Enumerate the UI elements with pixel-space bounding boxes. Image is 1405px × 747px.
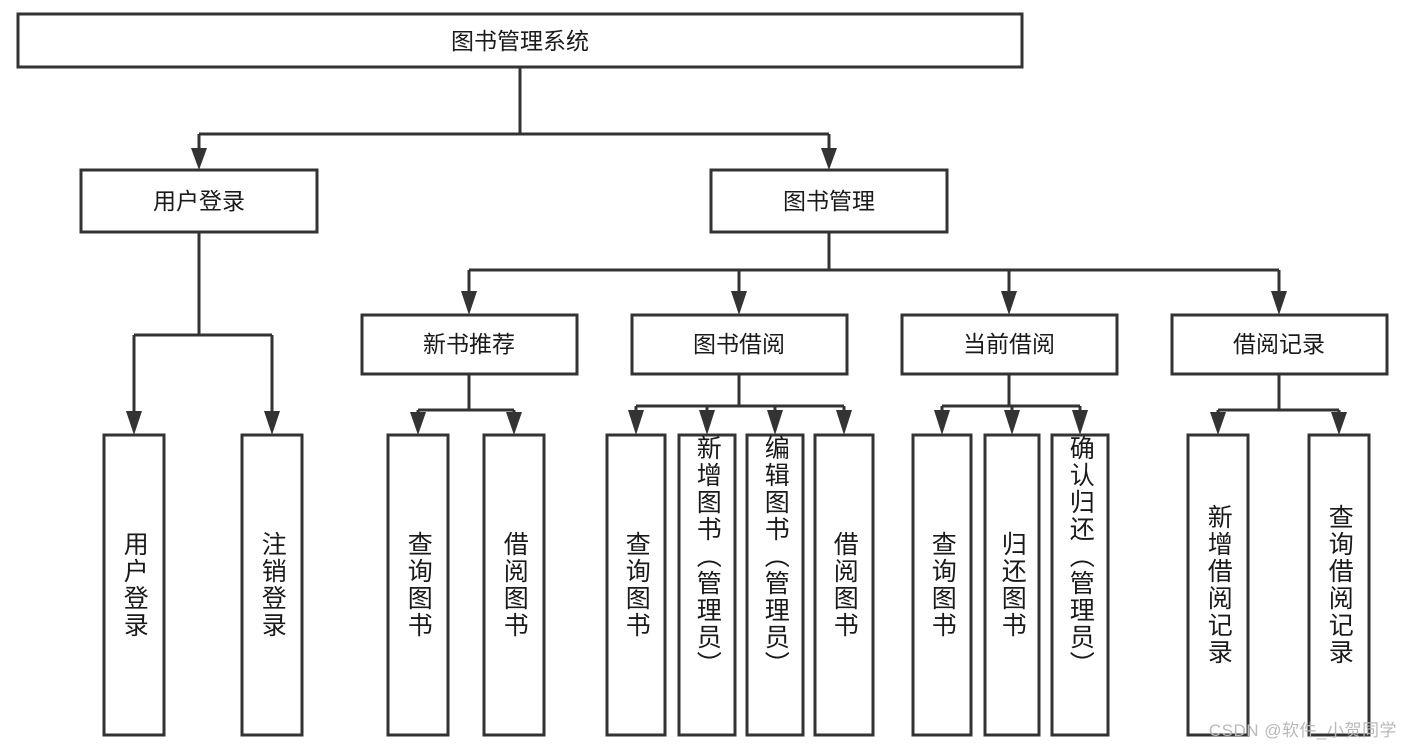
arrowhead-userlogin: [191, 148, 207, 170]
arrowhead-leaf-current-2: [1004, 410, 1020, 435]
node-root-box[interactable]: [16, 12, 1024, 69]
node-user-login[interactable]: 用户登录: [79, 168, 319, 234]
arrowhead-leaf-userlogin-2: [264, 411, 280, 435]
leaf-box-borrow-book-1[interactable]: [482, 433, 546, 737]
arrowhead-current: [1001, 291, 1017, 315]
node-book-borrow-box[interactable]: [630, 313, 849, 376]
node-new-book-recommend[interactable]: 新书推荐: [360, 313, 579, 376]
arrowhead-leaf-userlogin-1: [126, 411, 142, 435]
node-book-borrow-label: 图书借阅: [693, 331, 785, 357]
leaf-box-query-book-2[interactable]: [605, 433, 667, 737]
arrowhead-leaf-record-2: [1331, 412, 1347, 435]
node-book-borrow[interactable]: 图书借阅: [630, 313, 849, 376]
node-book-management[interactable]: 图书管理: [709, 168, 949, 234]
arrowhead-leaf-current-1: [934, 410, 950, 435]
arrowhead-leaf-newbook-1: [410, 412, 426, 435]
node-book-management-box[interactable]: [709, 168, 949, 234]
leaf-box-return-book[interactable]: [983, 433, 1041, 737]
leaf-box-borrow-book-2[interactable]: [813, 433, 875, 737]
arrowhead-record: [1271, 291, 1287, 315]
node-root-label: 图书管理系统: [451, 28, 589, 54]
node-current-borrow-label: 当前借阅: [963, 331, 1055, 357]
arrowhead-borrow: [731, 291, 747, 315]
leaf-box-add-borrow-record[interactable]: [1186, 433, 1250, 737]
arrowhead-bookmgmt: [821, 148, 837, 170]
node-user-login-label: 用户登录: [153, 188, 245, 214]
leaf-box-query-borrow-record[interactable]: [1307, 433, 1371, 737]
leaf-box-confirm-return-admin[interactable]: [1050, 433, 1110, 737]
node-new-book-recommend-box[interactable]: [360, 313, 579, 376]
node-book-management-label: 图书管理: [783, 188, 875, 214]
arrowhead-leaf-borrow-1: [628, 410, 644, 435]
arrowhead-leaf-current-3: [1072, 410, 1088, 435]
arrowhead-newbook: [461, 291, 477, 315]
leaf-box-edit-book-admin[interactable]: [745, 433, 805, 737]
node-borrow-record[interactable]: 借阅记录: [1170, 313, 1389, 376]
node-new-book-recommend-label: 新书推荐: [423, 331, 515, 357]
node-borrow-record-label: 借阅记录: [1233, 331, 1325, 357]
arrowhead-leaf-borrow-3: [767, 410, 783, 435]
arrowhead-leaf-record-1: [1210, 412, 1226, 435]
leaf-box-query-book-3[interactable]: [911, 433, 973, 737]
leaf-box-group: [102, 433, 1371, 737]
leaf-box-user-login[interactable]: [102, 433, 166, 737]
node-borrow-record-box[interactable]: [1170, 313, 1389, 376]
leaf-box-logout[interactable]: [240, 433, 304, 737]
node-root[interactable]: 图书管理系统: [16, 12, 1024, 69]
arrowhead-leaf-newbook-2: [506, 412, 522, 435]
leaf-box-query-book-1[interactable]: [386, 433, 450, 737]
node-current-borrow[interactable]: 当前借阅: [900, 313, 1119, 376]
connector-group: [126, 67, 1347, 435]
node-current-borrow-box[interactable]: [900, 313, 1119, 376]
leaf-box-add-book-admin[interactable]: [677, 433, 737, 737]
arrowhead-leaf-borrow-4: [836, 410, 852, 435]
node-user-login-box[interactable]: [79, 168, 319, 234]
arrowhead-leaf-borrow-2: [699, 410, 715, 435]
